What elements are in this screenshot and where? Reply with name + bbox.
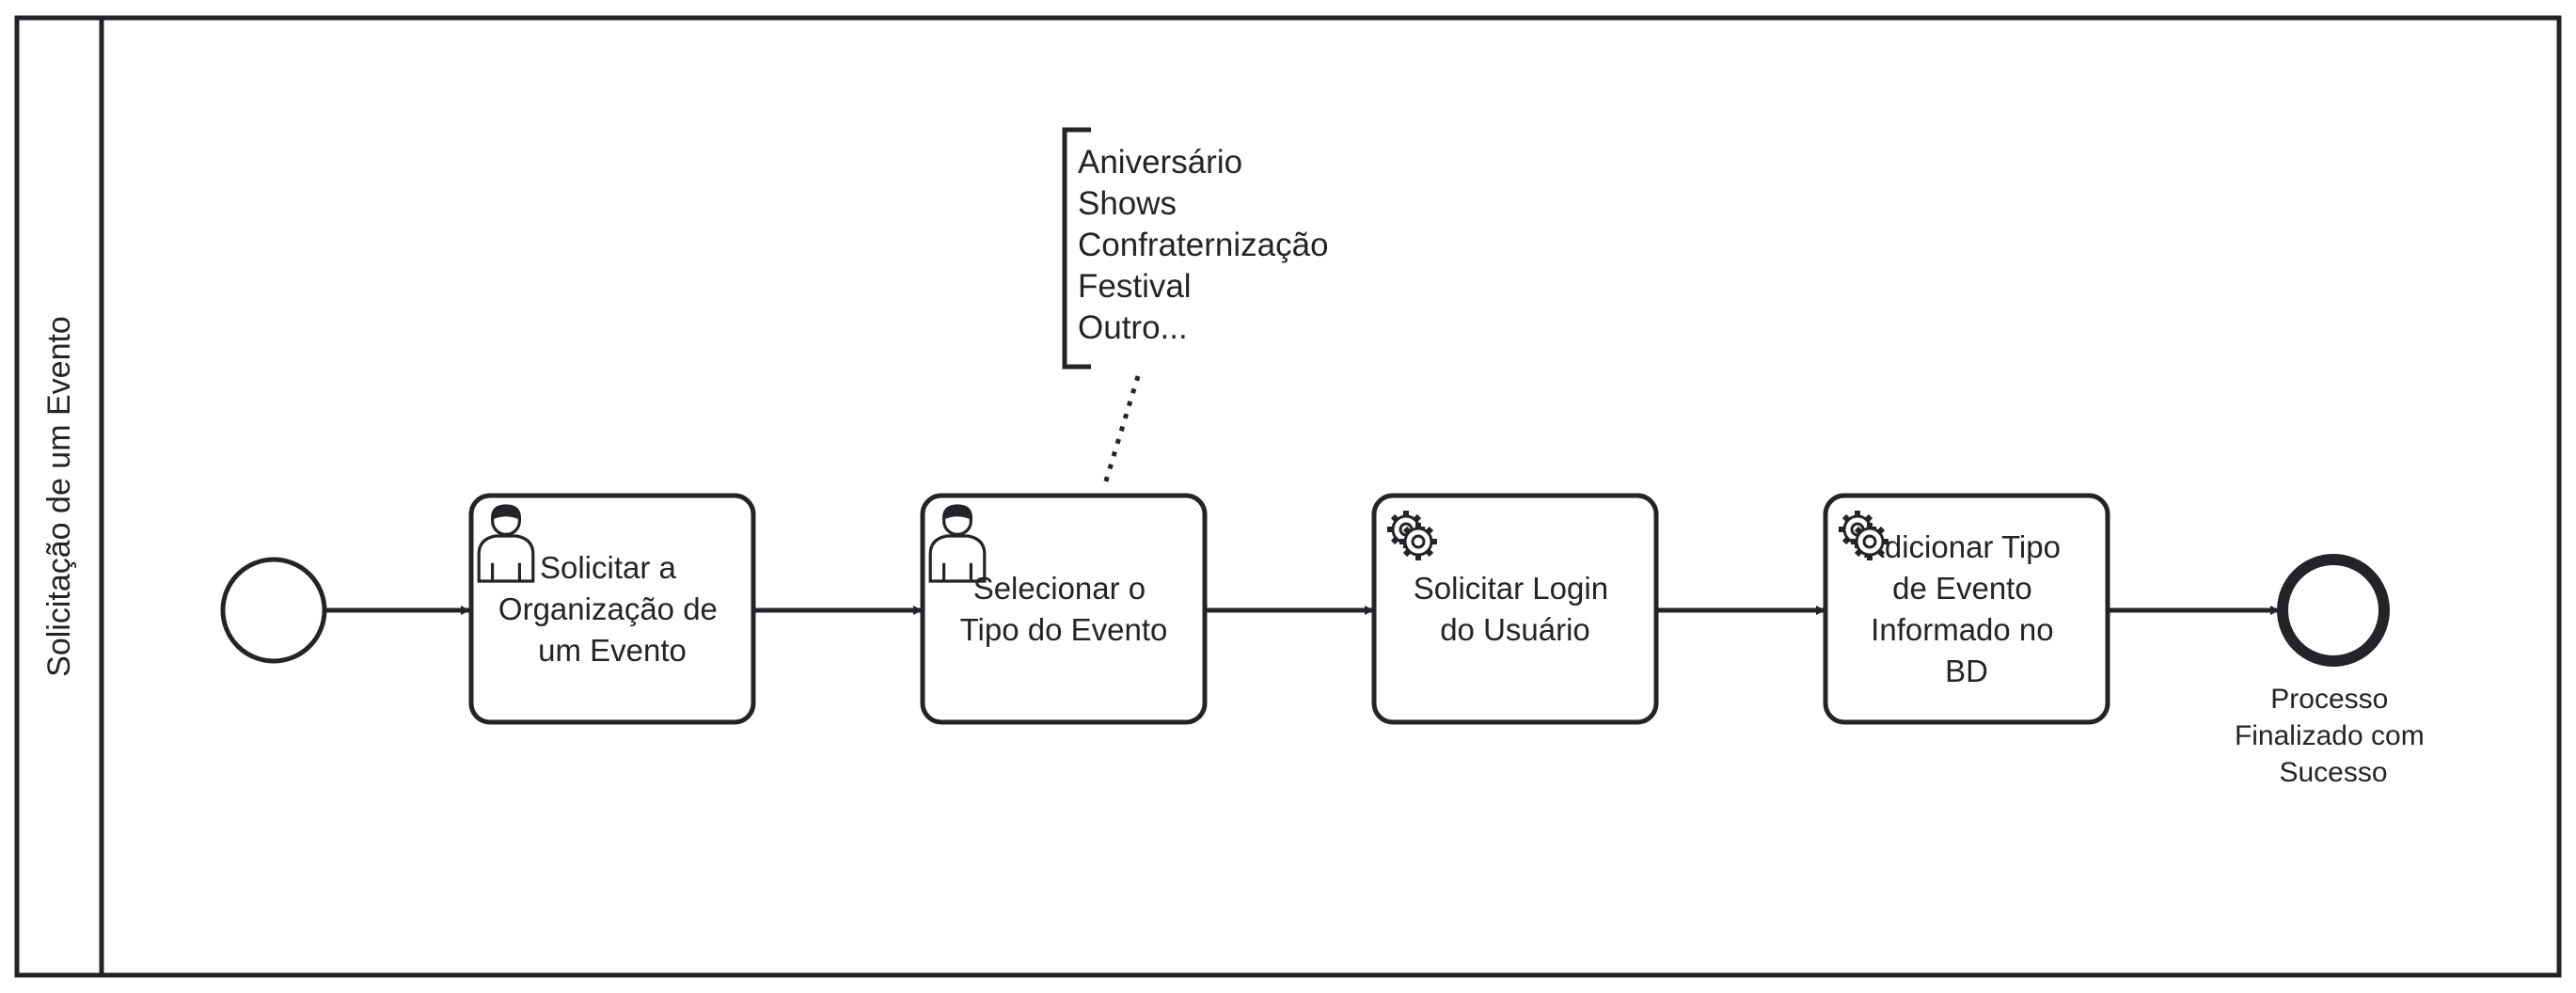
end-event-label-line-1: Processo <box>2270 684 2388 715</box>
task-label-line-1: Solicitar Login <box>1414 571 1608 606</box>
task-label-line-4: BD <box>1945 654 1988 688</box>
task-adicionar-tipo-evento[interactable]: Adicionar Tipo de Evento Informado no BD <box>1823 493 2110 725</box>
task-label-line-2: de Evento <box>1892 571 2032 606</box>
task-label: Solicitar a Organização de um Evento <box>498 550 726 668</box>
task-label: Selecionar o Tipo do Evento <box>960 571 1168 647</box>
task-label-line-1: Solicitar a <box>540 550 677 585</box>
gear-icon <box>1387 511 1437 560</box>
lane-label[interactable]: Solicitação de um Evento <box>41 316 77 677</box>
task-label-line-2: do Usuário <box>1440 612 1590 647</box>
task-label-line-1: Adicionar Tipo <box>1864 529 2061 564</box>
annotation-text: Aniversário Shows Confraternização Festi… <box>1078 144 1337 346</box>
start-event[interactable] <box>220 557 327 664</box>
task-label-line-2: Tipo do Evento <box>960 612 1168 647</box>
task-box[interactable] <box>468 493 756 725</box>
task-label-line-1: Selecionar o <box>973 571 1146 606</box>
task-selecionar-tipo-evento[interactable]: Selecionar o Tipo do Evento <box>920 493 1208 725</box>
task-label-line-3: um Evento <box>538 633 687 668</box>
end-event-label-line-2: Finalizado com <box>2235 720 2425 751</box>
task-box[interactable] <box>920 493 1208 725</box>
task-label-line-3: Informado no <box>1871 612 2053 647</box>
gear-icon <box>1839 511 1889 560</box>
annotation-item-1: Aniversário <box>1078 144 1242 181</box>
task-label: Solicitar Login do Usuário <box>1414 571 1617 647</box>
task-label: Adicionar Tipo de Evento Informado no BD <box>1864 529 2069 688</box>
pool-border[interactable] <box>14 15 2562 978</box>
task-label-line-2: Organização de <box>498 591 718 626</box>
text-annotation[interactable]: Aniversário Shows Confraternização Festi… <box>1062 127 1337 370</box>
end-event[interactable] <box>2277 554 2390 667</box>
annotation-item-3: Confraternização <box>1078 227 1329 263</box>
annotation-item-5: Outro... <box>1078 309 1188 346</box>
user-icon <box>477 504 535 583</box>
task-solicitar-login[interactable]: Solicitar Login do Usuário <box>1371 493 1659 725</box>
user-icon <box>928 504 987 583</box>
task-box[interactable] <box>1371 493 1659 725</box>
annotation-bracket <box>1062 127 1091 370</box>
annotation-association[interactable] <box>1101 375 1141 488</box>
end-event-label: Processo Finalizado com Sucesso <box>2235 684 2432 788</box>
task-box[interactable] <box>1823 493 2110 725</box>
annotation-item-2: Shows <box>1078 185 1177 222</box>
task-solicitar-organizacao[interactable]: Solicitar a Organização de um Evento <box>468 493 756 725</box>
annotation-item-4: Festival <box>1078 268 1192 305</box>
end-event-label-line-3: Sucesso <box>2279 757 2387 788</box>
